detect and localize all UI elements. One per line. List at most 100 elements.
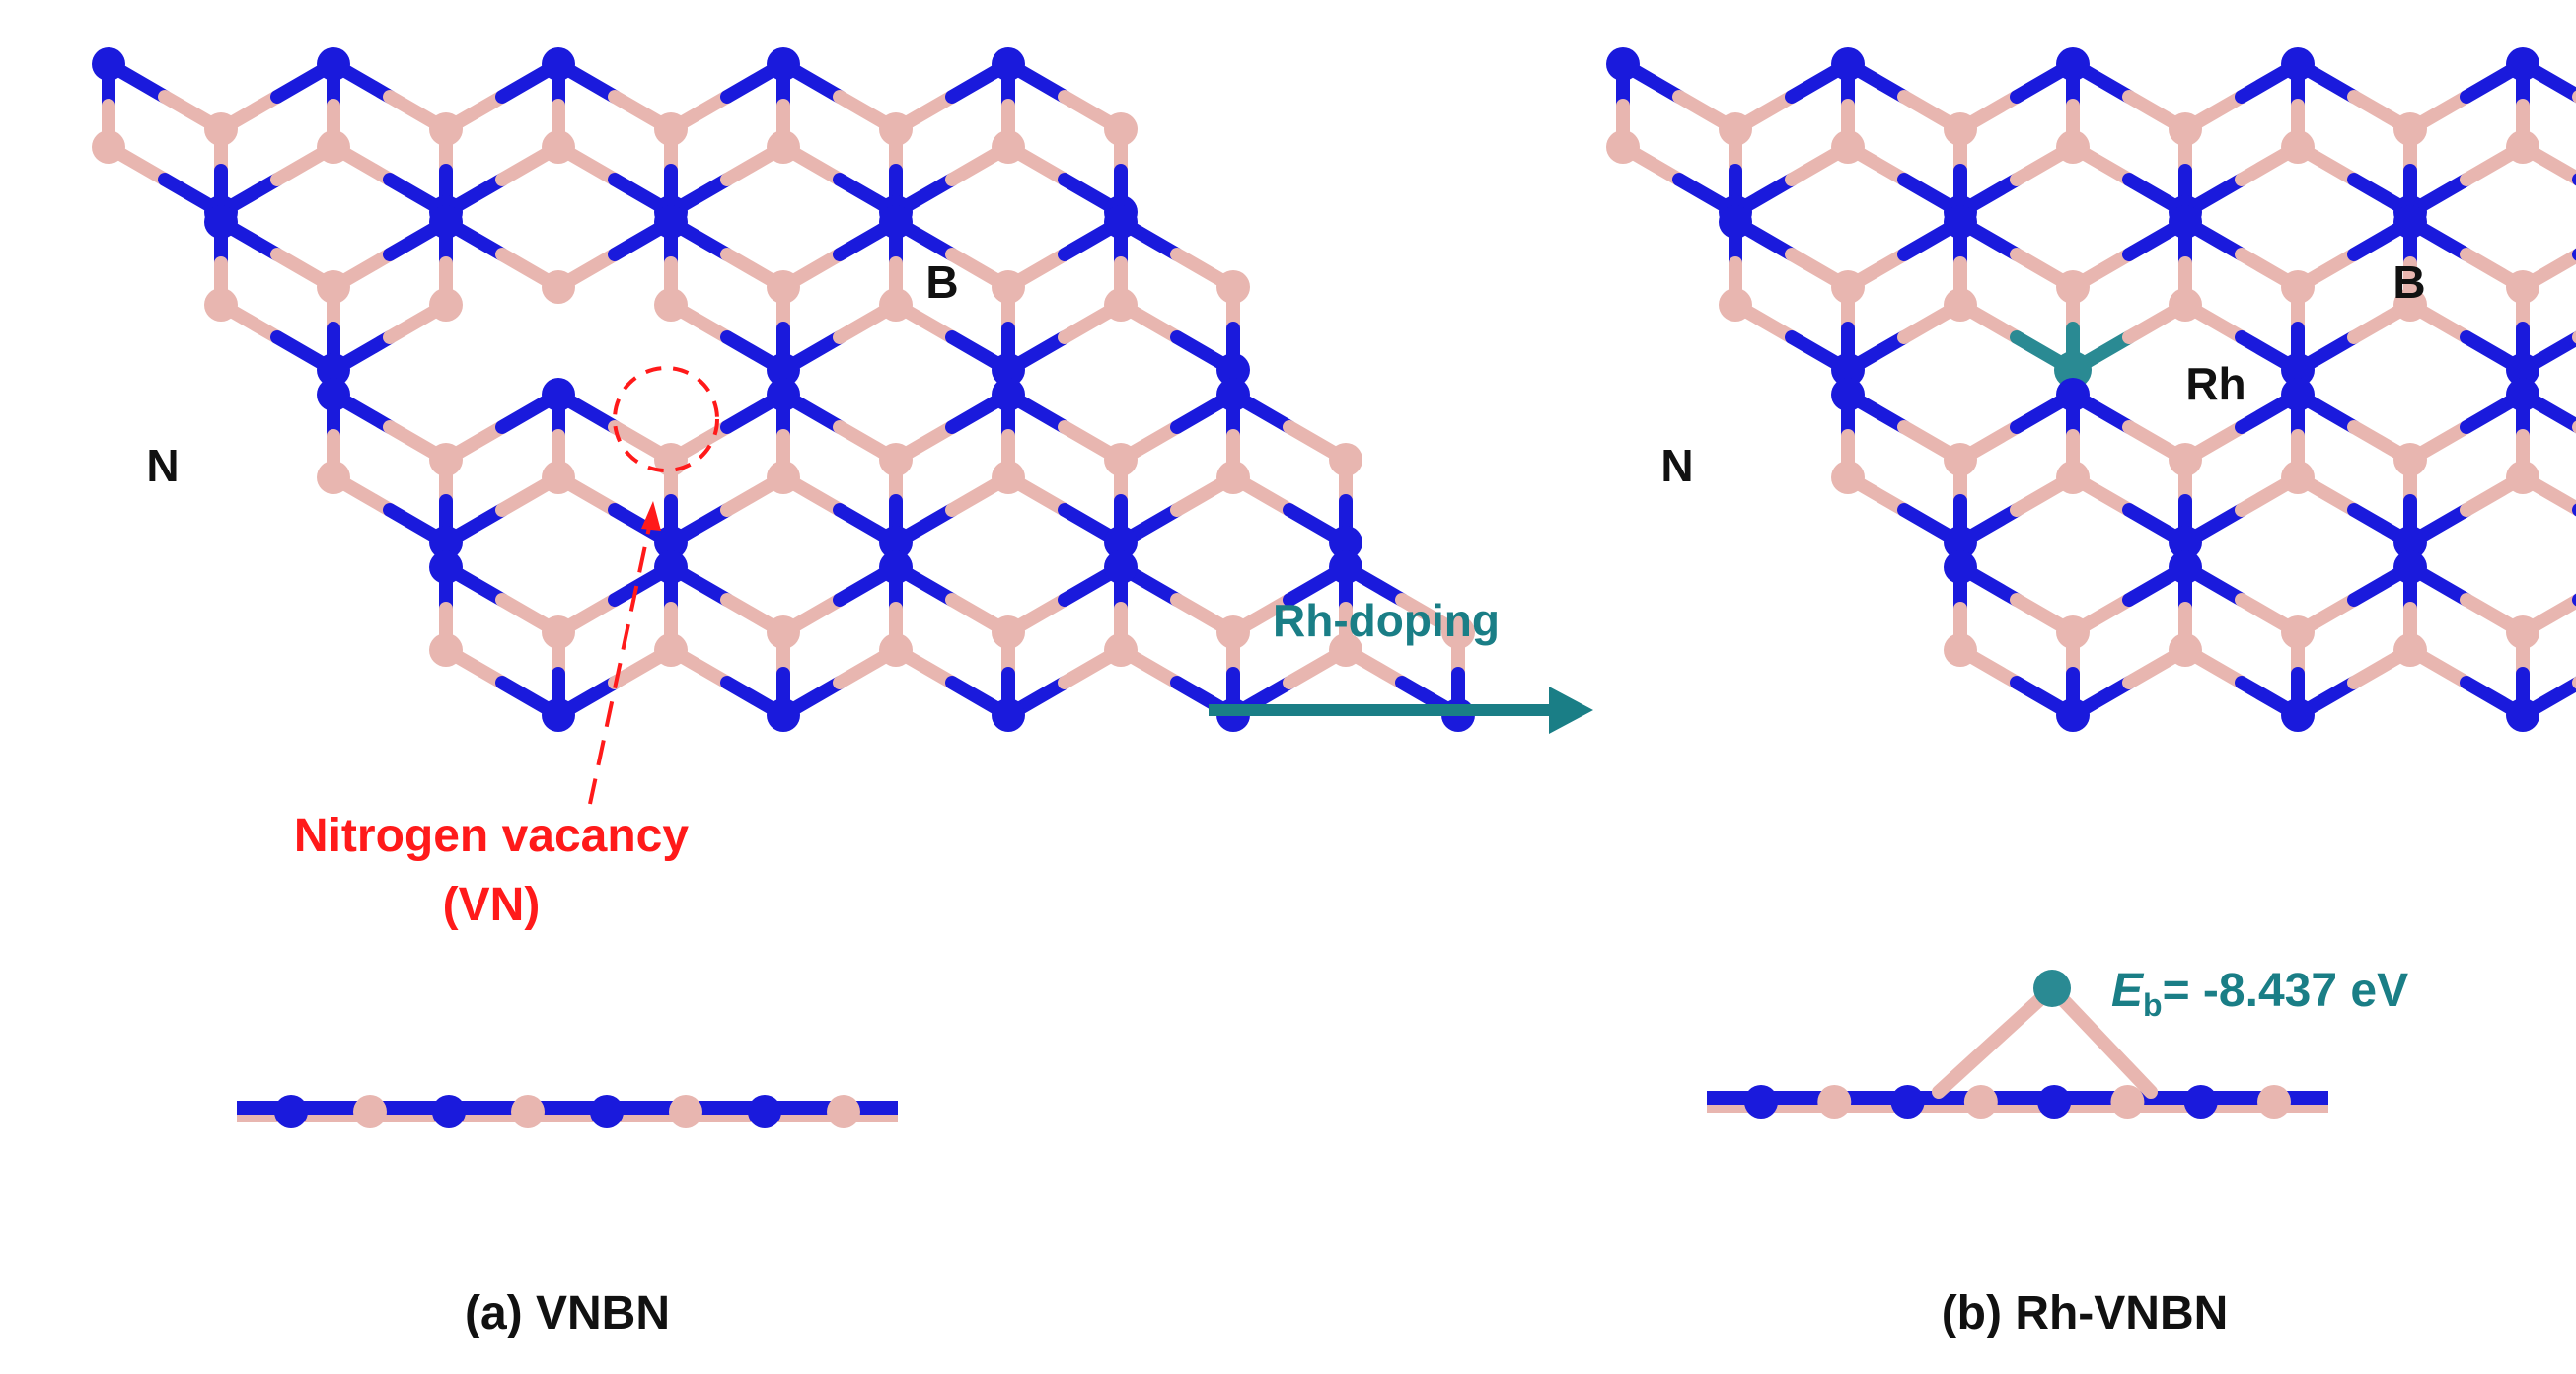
nitrogen-atom [2393, 526, 2427, 559]
binding-energy-label: Eb= -8.437 eV [2111, 965, 2408, 1023]
nitrogen-atom [2169, 205, 2202, 239]
nitrogen-atom [2169, 526, 2202, 559]
boron-atom [1216, 270, 1250, 304]
boron-atom [992, 615, 1025, 649]
nitrogen-atom [1216, 378, 1250, 411]
vnbn-side-view [237, 1095, 898, 1128]
nitrogen-atom [992, 47, 1025, 81]
rh-bond [1932, 981, 2059, 1099]
boron-atom [2169, 633, 2202, 667]
doping-arrow-head [1549, 687, 1593, 734]
boron-atom [2169, 443, 2202, 476]
boron-atom [429, 288, 463, 322]
boron-atom [2110, 1085, 2145, 1119]
nitrogen-atom [2281, 698, 2315, 732]
boron-atom [542, 130, 575, 164]
nitrogen-atom [2506, 353, 2539, 387]
nitrogen-atom [1831, 378, 1865, 411]
boron-atom [2506, 270, 2539, 304]
boron-atom [1817, 1085, 1852, 1119]
panel-a-n-label: N [146, 440, 179, 491]
doping-arrow-label: Rh-doping [1273, 595, 1500, 646]
nitrogen-atom [590, 1095, 624, 1128]
nitrogen-atom [2056, 698, 2090, 732]
nitrogen-atom [274, 1095, 308, 1128]
boron-atom [1441, 615, 1475, 649]
boron-atom [1719, 112, 1752, 146]
nitrogen-atom [2506, 698, 2539, 732]
nitrogen-atom [1831, 47, 1865, 81]
vnbn-top-view-lattice [92, 47, 1475, 732]
nitrogen-atom [2281, 47, 2315, 81]
rh-vnbn-top-view-lattice [1606, 47, 2576, 732]
nitrogen-atom [2393, 205, 2427, 239]
nitrogen-atom [1329, 550, 1362, 584]
nitrogen-atom [317, 47, 350, 81]
vacancy-label-line1: Nitrogen vacancy [294, 810, 689, 862]
boron-atom [1944, 443, 1977, 476]
rh-bond [2045, 981, 2158, 1099]
nitrogen-atom [429, 550, 463, 584]
boron-atom [2393, 288, 2427, 322]
boron-atom [2393, 112, 2427, 146]
boron-atom [1104, 112, 1138, 146]
panel-b-b-label: B [2392, 256, 2425, 308]
nitrogen-atom [1104, 550, 1138, 584]
nitrogen-atom [767, 47, 800, 81]
boron-atom [1216, 615, 1250, 649]
boron-atom [767, 270, 800, 304]
boron-atom [2281, 130, 2315, 164]
nitrogen-atom [2169, 550, 2202, 584]
boron-atom [654, 288, 688, 322]
boron-atom [1944, 112, 1977, 146]
nitrogen-atom [1944, 550, 1977, 584]
boron-atom [204, 112, 238, 146]
boron-atom [2506, 461, 2539, 494]
nitrogen-atom [429, 526, 463, 559]
nitrogen-atom [767, 698, 800, 732]
nitrogen-atom [1606, 47, 1640, 81]
boron-atom [2506, 130, 2539, 164]
boron-atom [1719, 288, 1752, 322]
boron-atom [827, 1095, 860, 1128]
rhodium-atom [2033, 970, 2071, 1007]
boron-atom [429, 112, 463, 146]
vacancy-pointer-arrowhead [641, 501, 661, 531]
boron-atom [992, 270, 1025, 304]
nitrogen-atom [2393, 550, 2427, 584]
nitrogen-atom [92, 47, 125, 81]
nitrogen-atom [542, 378, 575, 411]
boron-atom [654, 633, 688, 667]
nitrogen-atom [2056, 378, 2090, 411]
rh-vnbn-side-view [1707, 970, 2328, 1119]
boron-atom [1606, 130, 1640, 164]
boron-atom [992, 130, 1025, 164]
boron-atom [353, 1095, 387, 1128]
nitrogen-atom [654, 205, 688, 239]
nitrogen-atom [992, 698, 1025, 732]
nitrogen-atom [879, 550, 913, 584]
boron-atom [767, 130, 800, 164]
boron-atom [204, 288, 238, 322]
nitrogen-atom [204, 205, 238, 239]
boron-atom [542, 270, 575, 304]
nitrogen-atom [317, 353, 350, 387]
nitrogen-atom [1216, 353, 1250, 387]
boron-atom [879, 633, 913, 667]
boron-atom [2056, 615, 2090, 649]
boron-atom [2281, 461, 2315, 494]
boron-atom [1831, 130, 1865, 164]
boron-atom [2056, 270, 2090, 304]
nitrogen-atom [542, 47, 575, 81]
panel-a-caption: (a) VNBN [465, 1287, 670, 1339]
boron-atom [1831, 461, 1865, 494]
nitrogen-atom [2281, 353, 2315, 387]
nitrogen-atom [542, 698, 575, 732]
panel-b-n-label: N [1660, 440, 1693, 491]
boron-atom [767, 461, 800, 494]
boron-atom [879, 288, 913, 322]
nitrogen-atom [992, 378, 1025, 411]
boron-atom [2393, 443, 2427, 476]
nitrogen-atom [1744, 1085, 1778, 1119]
